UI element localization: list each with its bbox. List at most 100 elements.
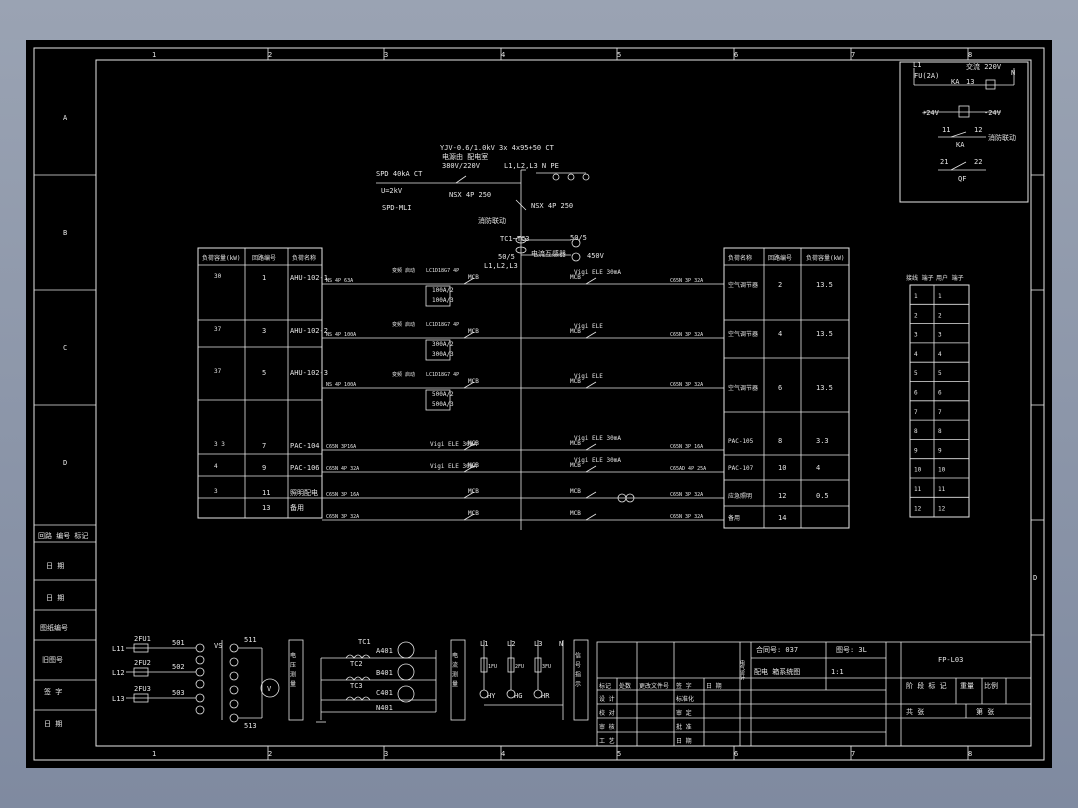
right-table-name: 空气调节器	[728, 384, 758, 392]
breaker-contact	[463, 443, 475, 451]
left-table-no: 7	[262, 442, 266, 450]
terminal-header-2: 用户 端子	[936, 274, 964, 282]
left-table-name: AHU-102-1	[290, 274, 328, 282]
mcb-label: MCB	[468, 462, 479, 469]
left-table-name: PAC-106	[290, 464, 320, 472]
mcb-label-r: MCB	[570, 328, 581, 335]
contactor-label: LC1D18G7 4P	[426, 268, 459, 274]
right-table-border	[723, 247, 850, 529]
overload-label: 100A/2	[432, 287, 454, 294]
tb-sheet-l: 共 张	[906, 707, 924, 716]
ind-l1: L1	[480, 640, 488, 648]
right-table-kw: 3.3	[816, 437, 829, 445]
cable-voltage: 380V/220V	[442, 162, 481, 170]
zone-num-4: 4	[501, 51, 505, 59]
right-table-kw: 0.5	[816, 492, 829, 500]
ctrl-21: 21	[940, 158, 948, 166]
tb-col-r0: 阶 段 标 记	[906, 681, 947, 690]
right-table-header: 负荷名称	[728, 254, 752, 262]
vfd-label: 变频 启动	[392, 267, 415, 274]
terminal-header-1: 接线 端子	[906, 274, 934, 282]
breaker-contact	[463, 277, 475, 285]
right-breaker-label: C65AD 4P 25A	[670, 466, 706, 472]
mcb-label: MCB	[468, 378, 479, 385]
zone-num-6: 6	[734, 51, 738, 59]
title-cell: 日 期	[676, 737, 692, 745]
right-table-no: 6	[778, 384, 782, 392]
terminal-left: 7	[914, 409, 918, 416]
cable-source: 电源由 配电室	[442, 152, 488, 161]
ind-l2: L2	[507, 640, 515, 648]
breaker-contact	[463, 491, 475, 499]
right-table-kw: 13.5	[816, 281, 833, 289]
inner-frame	[95, 59, 1032, 747]
terminal-left: 2	[914, 312, 918, 319]
right-table-kw: 4	[816, 464, 820, 472]
meas-fu3: 2FU3	[134, 685, 151, 693]
zone-num-b7: 7	[851, 750, 855, 758]
incoming-feeder	[376, 169, 590, 530]
breaker-contact	[585, 465, 597, 473]
tb-company: 电气设计	[739, 659, 745, 681]
overload-label: 500A/3	[432, 401, 454, 408]
title-cell: 更改文件号	[639, 682, 669, 690]
terminal-right: 9	[938, 447, 942, 454]
lamp-icon	[625, 493, 635, 503]
left-table-name: 备用	[290, 503, 304, 512]
vigi-label: Vigi ELE	[574, 373, 603, 380]
right-table-kw: 13.5	[816, 330, 833, 338]
meas-513: 513	[244, 722, 257, 730]
meter-label: 450V	[587, 252, 605, 260]
strip-label-7: 日 期	[44, 720, 62, 728]
terminal-right: 5	[938, 370, 942, 377]
breaker-contact	[463, 331, 475, 339]
terminal-right: 10	[938, 467, 946, 474]
zone-letter-c: C	[63, 344, 67, 352]
ind-r3: 3FU	[542, 664, 551, 670]
left-table-border	[197, 247, 323, 519]
zone-num-2: 2	[268, 51, 272, 59]
meas-b401: B401	[376, 669, 393, 677]
mcb-label-r: MCB	[570, 510, 581, 517]
meas-fu2: 2FU2	[134, 659, 151, 667]
breaker-contact	[585, 491, 597, 499]
left-table-no: 3	[262, 327, 266, 335]
title-cell: 设 计	[599, 695, 615, 703]
right-table-header: 回路编号	[768, 254, 792, 262]
measurement-circuits: L11 L12 L13 2FU1 2FU2 2FU3 501 502 503 V…	[112, 635, 589, 730]
zone-num-b5: 5	[617, 750, 621, 758]
meas-c401: C401	[376, 689, 393, 697]
vigi-label: Vigi ELE	[574, 323, 603, 330]
tc-label: TC1~TC3	[500, 235, 530, 243]
meas-fu1: 2FU1	[134, 635, 151, 643]
zone-num-1: 1	[152, 51, 156, 59]
left-table-header: 负荷容量(kW)	[202, 254, 240, 262]
terminal-right: 3	[938, 332, 942, 339]
title-cell: 工 艺	[599, 737, 615, 745]
zone-ticks	[267, 48, 1044, 760]
right-table-kw: 13.5	[816, 384, 833, 392]
zone-letter-a: A	[63, 114, 68, 122]
title-cell: 批 准	[676, 723, 692, 731]
zone-num-b3: 3	[384, 750, 388, 758]
right-breaker-label: C65N 3P 32A	[670, 332, 703, 338]
tb-scale: 1:1	[831, 668, 844, 676]
left-table-no: 13	[262, 504, 270, 512]
left-table-header: 回路编号	[252, 254, 276, 262]
terminal-right: 4	[938, 351, 942, 358]
right-breaker-label: C65N 3P 32A	[670, 382, 703, 388]
right-table-header: 负荷容量(kW)	[806, 254, 844, 262]
breaker-contact	[585, 443, 597, 451]
mcb-label-r: MCB	[570, 488, 581, 495]
ind-hy: HY	[487, 692, 496, 700]
vigi-label: Vigi ELE 30mA	[574, 269, 621, 276]
mcb-label-r: MCB	[570, 440, 581, 447]
title-cell: 标准化	[676, 695, 694, 703]
title-cell: 标记	[599, 682, 611, 690]
ind-hg: HG	[514, 692, 522, 700]
meas-n401: N401	[376, 704, 393, 712]
tb-contract: 合同号: 037	[756, 645, 798, 654]
tb-drawing: 图号: 3L	[836, 646, 867, 654]
